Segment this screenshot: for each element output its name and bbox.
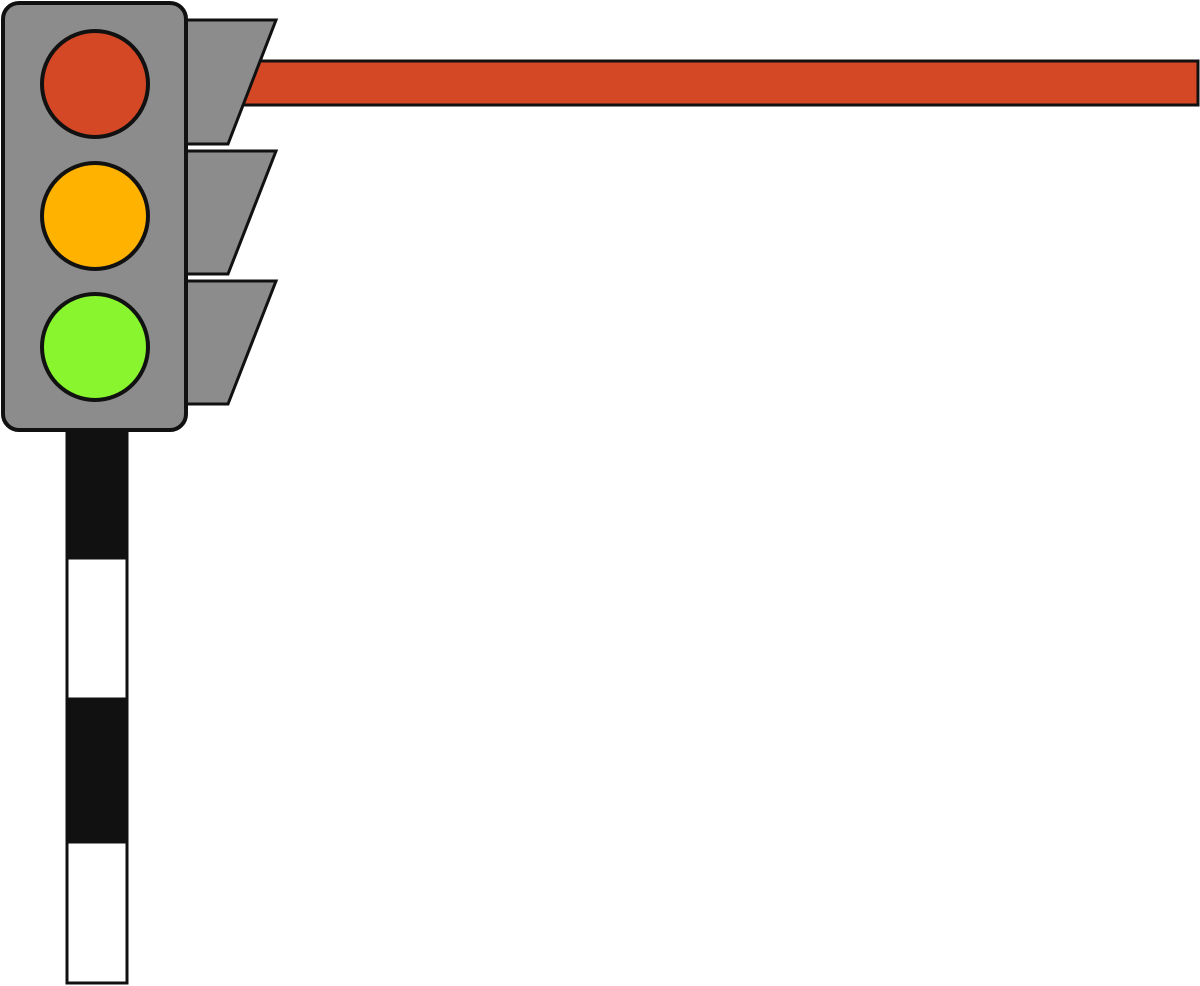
red-lamp [40, 29, 150, 139]
pole-stripe-4 [65, 840, 129, 985]
green-lamp [40, 292, 150, 402]
visor-group [178, 18, 279, 406]
barrier-arm [228, 59, 1200, 107]
lamp-group [40, 29, 150, 402]
pole-stripe-1 [65, 426, 129, 560]
pole-stripe-3 [65, 697, 129, 844]
visor-bottom [178, 279, 279, 406]
visor-middle [178, 149, 279, 276]
amber-lamp [40, 161, 150, 271]
pole-stripe-2 [65, 556, 129, 701]
pole [65, 426, 129, 985]
